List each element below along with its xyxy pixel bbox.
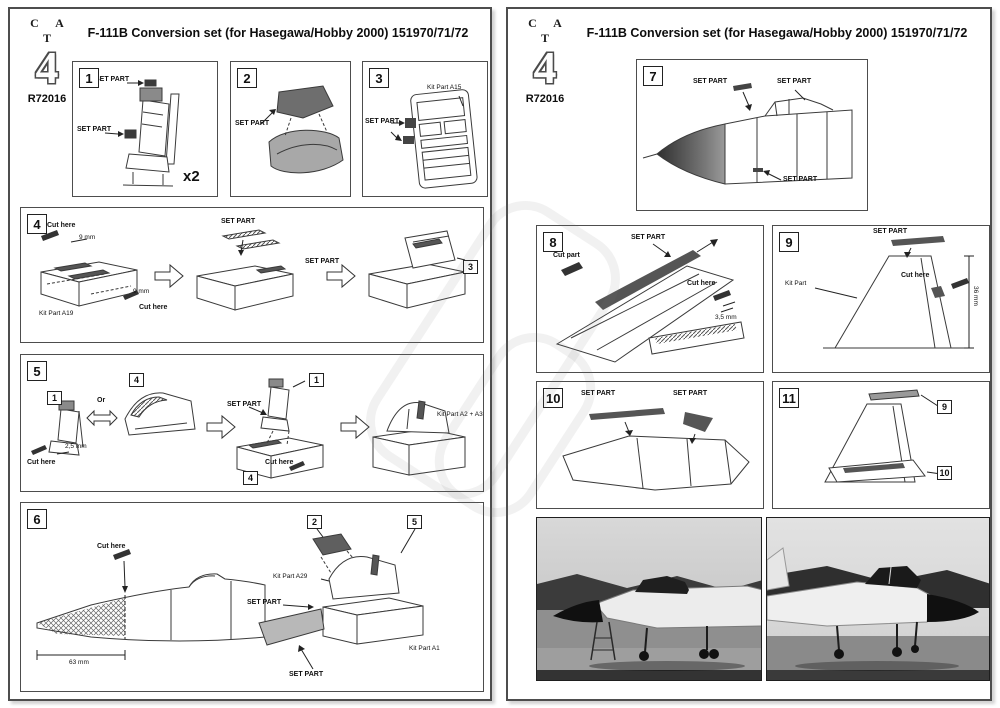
cockpit-tub-sequence-diagram (40, 229, 466, 311)
product-code: R72016 (525, 93, 565, 105)
brand-numeral: 4 (533, 42, 557, 93)
set-part-label: SET PART (581, 390, 616, 397)
step-5-box: 5 (20, 354, 484, 492)
set-part-label: SET PART (235, 120, 270, 127)
set-part-label: SET PART (289, 671, 324, 678)
kit-part-a19-label: Kit Part A19 (39, 310, 74, 317)
step-number: 9 (779, 232, 799, 252)
step-number: 7 (643, 66, 663, 86)
dimension-63mm: 63 mm (69, 659, 89, 666)
radome-diagram (642, 83, 853, 185)
step-number: 11 (779, 388, 799, 408)
brand-logo: C A T 4 R72016 (516, 16, 574, 105)
page-title: F-111B Conversion set (for Hasegawa/Hobb… (87, 26, 469, 40)
tail-assembly-diagram (824, 389, 942, 483)
set-part-label: SET PART (777, 78, 812, 85)
f111b-photo-nose-right (767, 518, 989, 680)
ref-step-4: 4 (243, 471, 258, 485)
vertical-tail-diagram (814, 236, 974, 349)
set-part-label: SET PART (783, 176, 818, 183)
step-6-box: 6 (20, 502, 484, 692)
step-8-box: 8 Cut part SET PART Cut here (536, 225, 764, 373)
set-part-label: SET PART (631, 234, 666, 241)
cut-here-label: Cut here (265, 459, 294, 466)
cut-here-label: Cut here (687, 280, 716, 287)
kit-part-a1-label: Kit Part A1 (409, 645, 440, 652)
cut-here-label: Cut here (139, 304, 168, 311)
fuselage-nose-diagram (36, 528, 424, 670)
kit-part-a15-label: Kit Part A15 (427, 84, 462, 91)
step-1-box: 1 SET PART SET PART x2 (72, 61, 218, 197)
set-part-label: SET PART (227, 401, 262, 408)
ref-step-1: 1 (309, 373, 324, 387)
product-code: R72016 (27, 93, 67, 105)
set-part-label: SET PART (873, 228, 908, 235)
ref-step-3: 3 (463, 260, 478, 274)
ref-step-5: 5 (407, 515, 422, 529)
ref-step-10: 10 (937, 466, 952, 480)
step-9-box: 9 SET PART Kit Part Cut here 36 mm (772, 225, 990, 373)
step-11-box: 11 9 10 (772, 381, 990, 509)
brand-name: C A T (30, 16, 71, 45)
ref-step-2: 2 (307, 515, 322, 529)
set-part-label: SET PART (305, 258, 340, 265)
reference-photo-left (536, 517, 762, 681)
page-right: C A T 4 R72016 F-111B Conversion set (fo… (506, 7, 992, 701)
dimension-9mm: 9 mm (133, 288, 150, 295)
coaming-parts-diagram (260, 85, 344, 174)
step-number: 1 (79, 68, 99, 88)
dimension-9mm: 9 mm (79, 234, 96, 241)
step-number: 6 (27, 509, 47, 529)
cut-here-label: Cut here (27, 459, 56, 466)
step-number: 4 (27, 214, 47, 234)
dimension-36mm: 36 mm (972, 286, 979, 306)
set-part-label: SET PART (247, 599, 282, 606)
set-part-label: SET PART (693, 78, 728, 85)
kit-part-label: Kit Part (785, 280, 807, 287)
step-4-box: 4 (20, 207, 484, 343)
dimension-25mm: 2,5 mm (65, 443, 87, 450)
or-label: Or (97, 397, 106, 404)
kit-part-a2a3-label: Kit Part A2 + A3 (437, 411, 483, 418)
set-part-label: SET PART (77, 126, 112, 133)
cut-here-label: Cut here (901, 272, 930, 279)
step-number: 2 (237, 68, 257, 88)
set-part-label: SET PART (365, 118, 400, 125)
ref-step-4: 4 (129, 373, 144, 387)
step-number: 3 (369, 68, 389, 88)
set-part-label: SET PART (95, 76, 130, 83)
step-3-box: 3 Kit Part A15 SET PART (362, 61, 488, 197)
reference-photo-right (766, 517, 990, 681)
brand-numeral: 4 (35, 42, 59, 93)
seat-installation-diagram (31, 378, 466, 479)
aft-fuselage-diagram (562, 408, 750, 491)
page-left: C A T 4 R72016 F-111B Conversion set (fo… (8, 7, 492, 701)
cut-here-label: Cut here (47, 222, 76, 229)
step-number: 8 (543, 232, 563, 252)
step-number: 10 (543, 388, 564, 408)
ref-step-9: 9 (937, 400, 952, 414)
cut-part-label: Cut part (553, 252, 580, 259)
f111b-photo-nose-left (537, 518, 761, 680)
kit-part-a29-label: Kit Part A29 (273, 573, 308, 580)
page-title: F-111B Conversion set (for Hasegawa/Hobb… (586, 26, 968, 40)
side-console-diagram (390, 89, 478, 189)
step-7-box: 7 SET PART (636, 59, 868, 211)
brand-name: C A T (528, 16, 569, 45)
cut-here-label: Cut here (97, 543, 126, 550)
spine-insert-diagram (555, 239, 745, 363)
step-2-box: 2 SET PART (230, 61, 351, 197)
quantity-note: x2 (183, 168, 200, 185)
set-part-label: SET PART (221, 218, 256, 225)
brand-logo: C A T 4 R72016 (18, 16, 76, 105)
step-10-box: 10 SET PART SET PART (536, 381, 764, 509)
step-number: 5 (27, 361, 47, 381)
ref-step-1: 1 (47, 391, 62, 405)
set-part-label: SET PART (673, 390, 708, 397)
dimension-35mm: 3,5 mm (715, 314, 737, 321)
ejection-seat-diagram (104, 79, 180, 187)
